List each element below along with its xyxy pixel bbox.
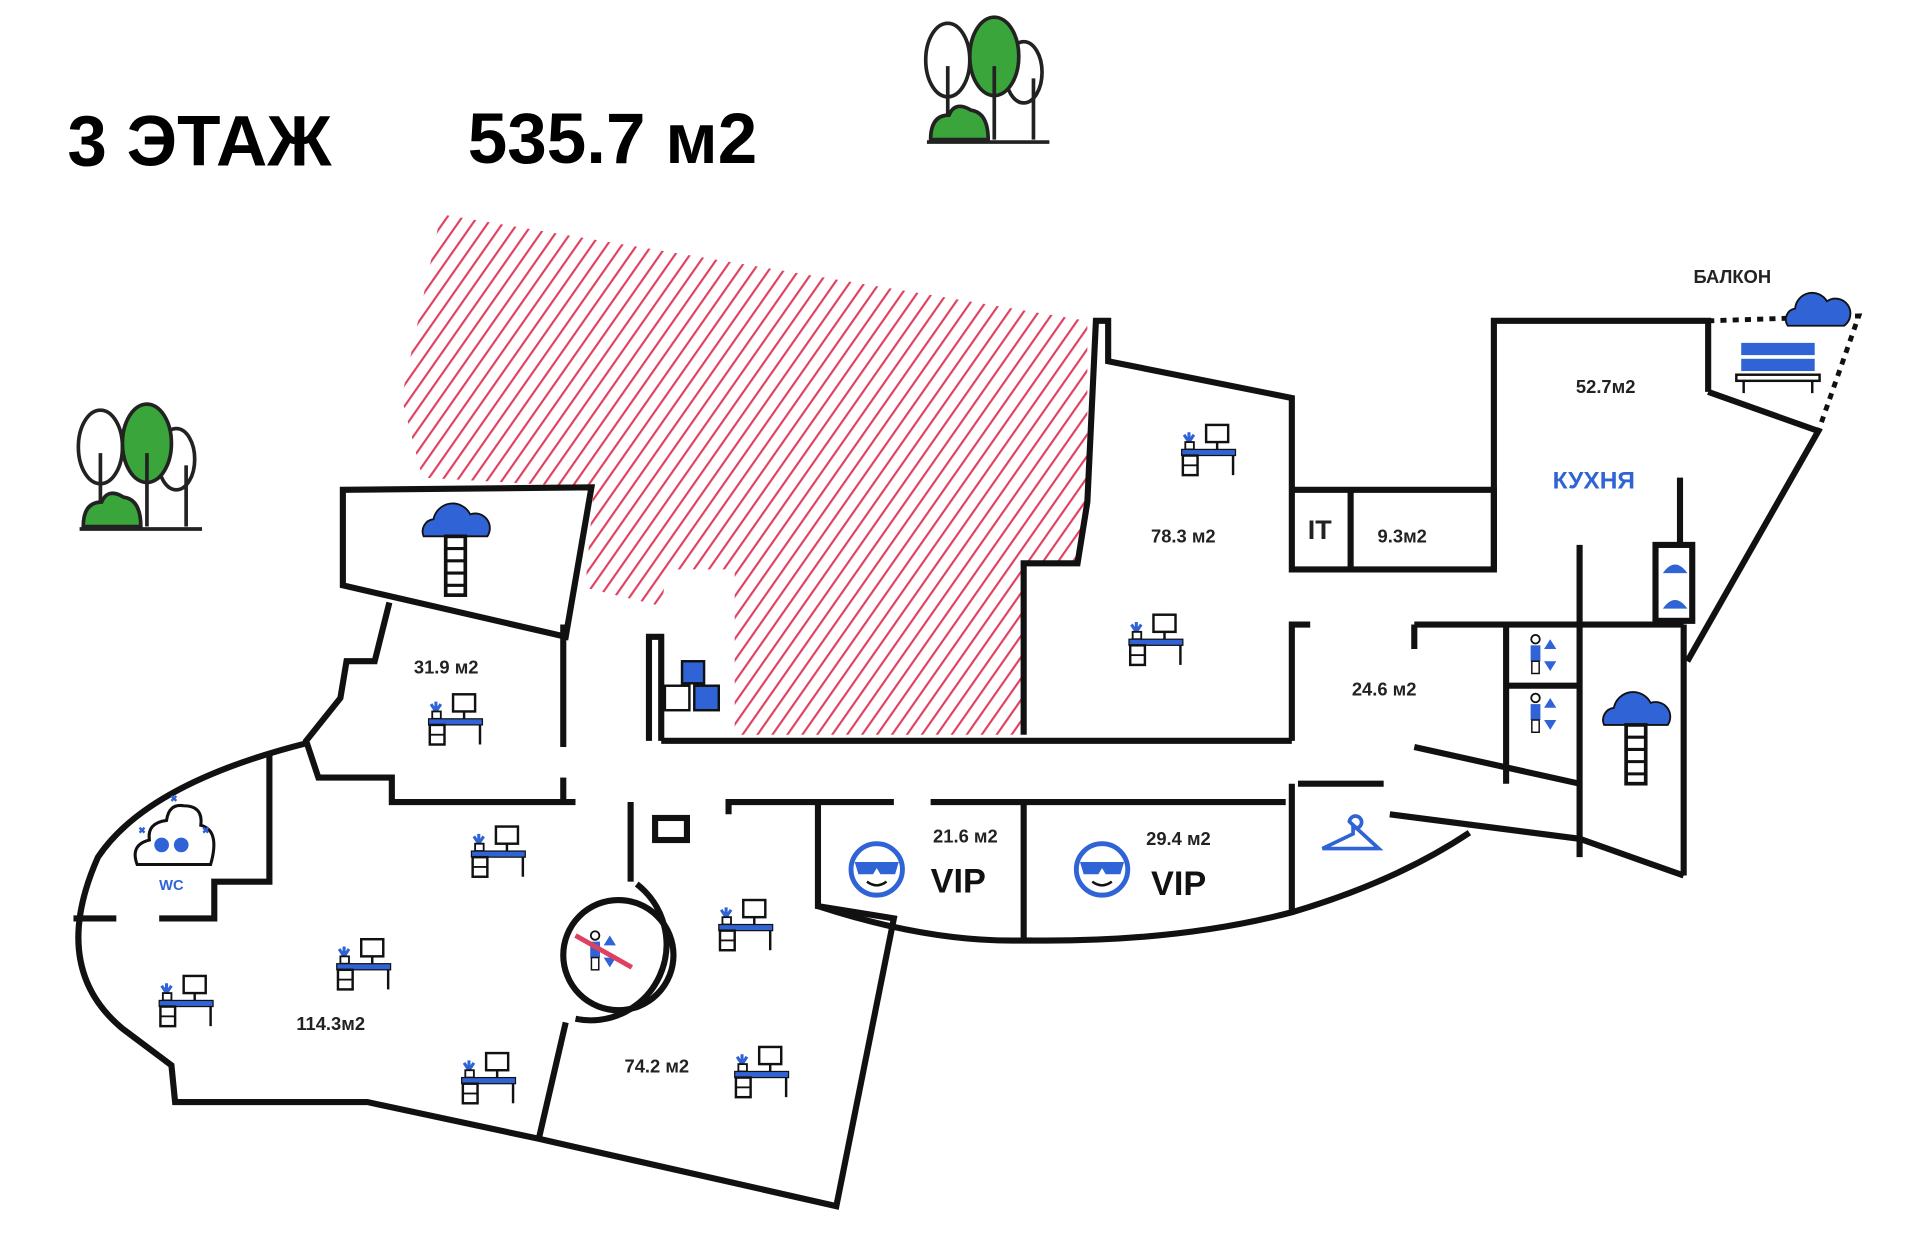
desk-icon [1180, 423, 1238, 477]
balcony-label: БАЛКОН [1693, 266, 1771, 287]
bench-icon [1735, 342, 1821, 394]
room-area-label: 21.6 м2 [933, 825, 998, 846]
kitchen-label: КУХНЯ [1553, 468, 1635, 495]
vip-icon [851, 844, 902, 895]
desk-icon [157, 974, 215, 1028]
trees-icon [76, 402, 204, 531]
floor-title: 3 ЭТАЖ [67, 102, 332, 181]
room-area-label: 9.3м2 [1378, 525, 1427, 546]
desk-icon [1127, 613, 1185, 667]
room-area-label: 24.6 м2 [1352, 679, 1417, 700]
wc-icon [133, 795, 216, 867]
vip-label: VIP [1151, 865, 1206, 903]
wc-label: WC [159, 878, 184, 894]
shower-icon [1662, 564, 1688, 609]
boxes-icon [663, 660, 720, 712]
it-room-label: IT [1308, 515, 1332, 545]
no-elevator-icon [574, 930, 634, 971]
desk-icon [427, 692, 484, 747]
room-area-label: 52.7м2 [1576, 376, 1636, 397]
room-area-label: 74.2 м2 [624, 1056, 689, 1077]
elevator-icon [1529, 634, 1558, 675]
cloud-icon [1784, 291, 1852, 327]
vip-label: VIP [931, 863, 986, 901]
hatched-restricted-zone [401, 214, 1088, 735]
floor-area: 535.7 м2 [468, 100, 757, 179]
vip-icon [1076, 844, 1127, 895]
room-area-label: 31.9 м2 [414, 656, 479, 677]
elevator-icon [1529, 692, 1558, 734]
stairs-roof-icon [420, 501, 492, 597]
trees-icon [923, 15, 1052, 144]
stairs-roof-icon [1601, 690, 1673, 786]
desk-icon [733, 1045, 791, 1099]
desk-icon [469, 825, 527, 879]
hanger-icon [1321, 814, 1384, 851]
desk-icon [717, 898, 775, 952]
room-area-label: 78.3 м2 [1151, 525, 1216, 546]
room-area-label: 114.3м2 [296, 1013, 365, 1034]
desk-icon [460, 1051, 518, 1105]
desk-icon [335, 937, 393, 991]
room-area-label: 29.4 м2 [1146, 828, 1211, 849]
walls [73, 313, 1863, 1210]
